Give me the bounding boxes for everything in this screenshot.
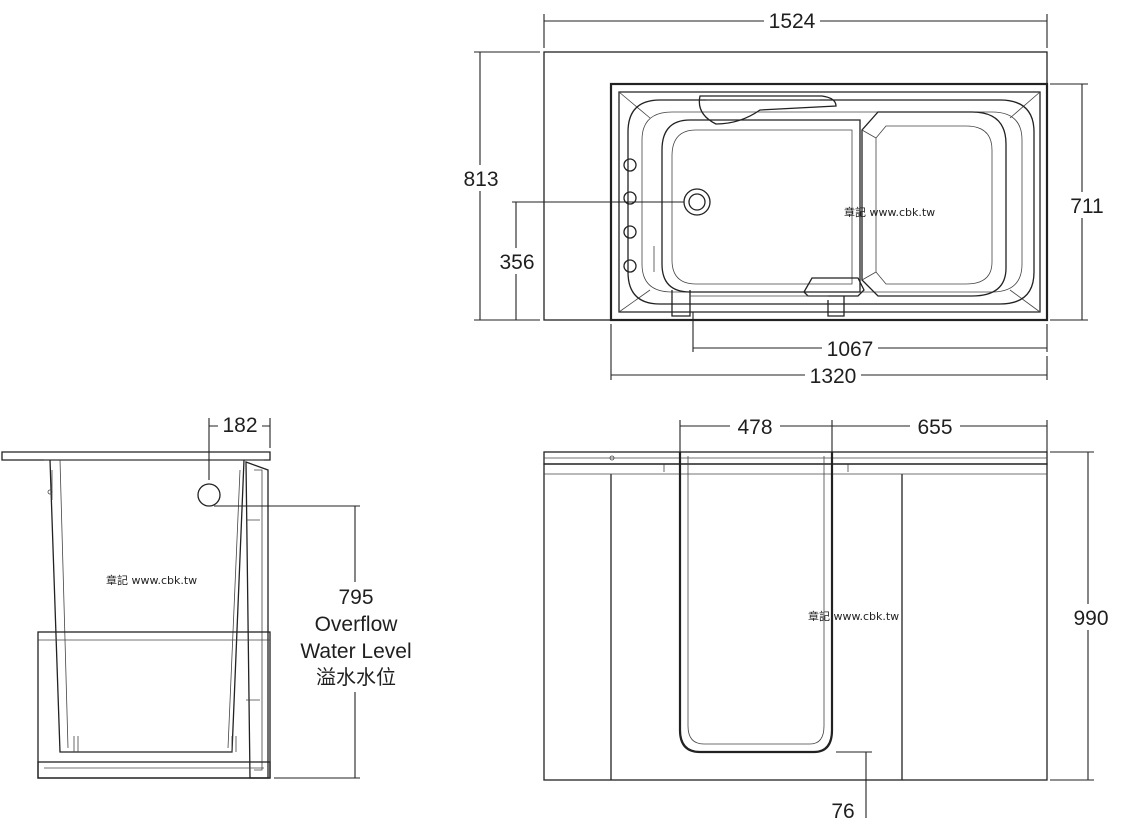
top-view bbox=[543, 51, 1049, 322]
dim-182: 182 bbox=[222, 414, 257, 437]
watermark-front: 章記 www.cbk.tw bbox=[808, 609, 899, 623]
front-body bbox=[543, 463, 1048, 781]
dim-356: 356 bbox=[499, 251, 534, 274]
front-view-dimensions: 478 655 990 76 bbox=[679, 414, 1116, 823]
front-view bbox=[543, 451, 1048, 781]
jet-hole bbox=[623, 259, 637, 273]
headrest bbox=[698, 95, 837, 125]
overflow-label-line3: 溢水水位 bbox=[316, 665, 396, 689]
watermark-side: 章記 www.cbk.tw bbox=[106, 573, 197, 587]
jet-hole bbox=[623, 158, 637, 172]
overflow-hole bbox=[197, 483, 221, 507]
dim-1524: 1524 bbox=[769, 10, 816, 33]
jet-hole bbox=[623, 225, 637, 239]
overflow-label-line1: Overflow bbox=[315, 613, 399, 636]
dim-478: 478 bbox=[737, 416, 772, 439]
dim-655: 655 bbox=[917, 416, 952, 439]
dim-795: 795 bbox=[338, 586, 373, 609]
dim-1320: 1320 bbox=[810, 365, 857, 388]
jet-hole bbox=[623, 191, 637, 205]
top-view-dimensions: 1524 813 356 711 1067 1320 bbox=[458, 8, 1110, 388]
dim-76: 76 bbox=[831, 800, 854, 823]
door bbox=[678, 452, 834, 754]
drain bbox=[683, 188, 711, 216]
seat bbox=[861, 111, 1007, 297]
skirt-frame bbox=[37, 631, 271, 779]
side-view-dimensions: 182 795 Overflow Water Level 溢水水位 bbox=[208, 412, 422, 779]
overflow-label-line2: Water Level bbox=[300, 640, 411, 663]
dim-990: 990 bbox=[1073, 607, 1108, 630]
watermark-top: 章記 www.cbk.tw bbox=[844, 205, 935, 219]
basin bbox=[661, 119, 861, 293]
dim-711: 711 bbox=[1070, 195, 1103, 218]
dim-813: 813 bbox=[463, 168, 498, 191]
tub-shell bbox=[49, 459, 245, 753]
dim-1067: 1067 bbox=[827, 338, 874, 361]
side-view bbox=[1, 451, 271, 779]
